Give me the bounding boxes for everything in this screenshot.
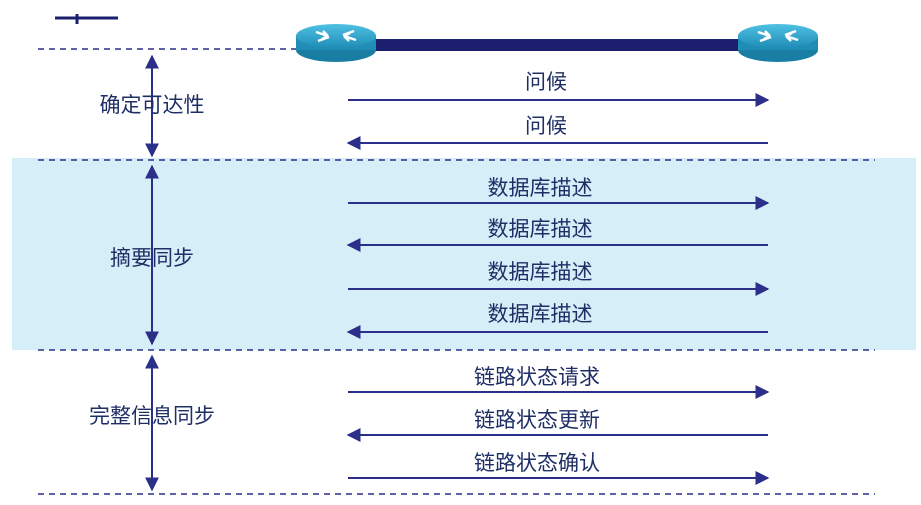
message-label: 数据库描述	[487, 176, 593, 200]
message-label: 链路状态更新	[474, 408, 600, 432]
message-label: 链路状态请求	[474, 365, 600, 389]
message-label: 数据库描述	[487, 302, 593, 326]
router-icon	[738, 24, 818, 62]
phase-label-reachability: 确定可达性	[99, 93, 205, 117]
phase-label-summary-sync: 摘要同步	[110, 246, 194, 270]
message-label: 数据库描述	[487, 217, 593, 241]
message-label: 问候	[525, 114, 567, 138]
message-label: 数据库描述	[487, 260, 593, 284]
summary-sync-band	[12, 158, 916, 350]
phase-label-full-sync: 完整信息同步	[89, 404, 215, 428]
network-link	[360, 39, 760, 51]
message-label: 问候	[525, 70, 567, 94]
router-icon	[296, 24, 376, 62]
message-label: 链路状态确认	[474, 451, 600, 475]
